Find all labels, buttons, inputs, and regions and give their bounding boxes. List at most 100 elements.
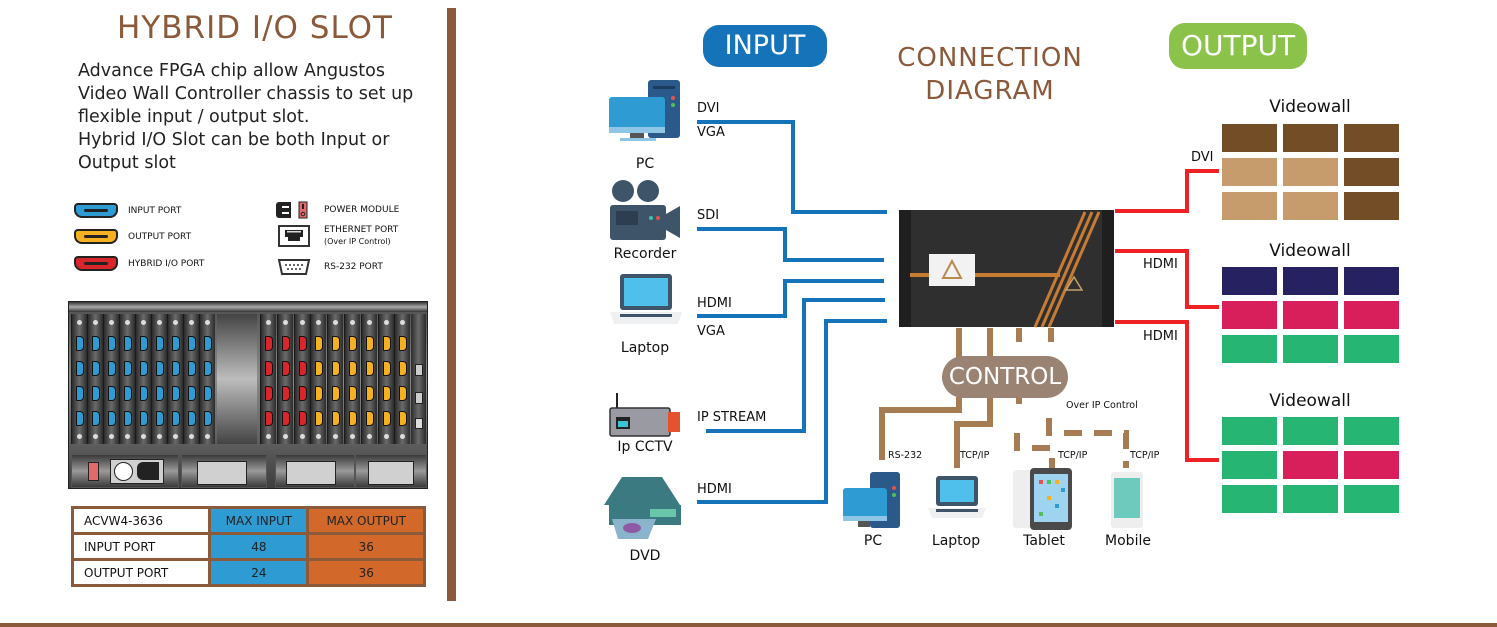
max-input-header: MAX INPUT bbox=[208, 506, 310, 535]
signal-label: DVI bbox=[1191, 150, 1214, 165]
input-slot-card bbox=[167, 314, 183, 444]
videowall-title: Videowall bbox=[1269, 241, 1351, 261]
screw-icon bbox=[383, 434, 389, 439]
dvd-player-icon bbox=[604, 477, 681, 539]
signal-label: HDMI bbox=[1143, 329, 1178, 344]
video-camera-icon bbox=[610, 180, 680, 240]
description-line: Video Wall Controller chassis to set up bbox=[78, 84, 414, 104]
description-line: Advance FPGA chip allow Angustos bbox=[78, 61, 385, 81]
control-device-name: PC bbox=[863, 533, 883, 549]
screw-icon bbox=[77, 320, 82, 325]
ethernet-port-icon bbox=[278, 225, 310, 247]
hdmi-port-icon bbox=[172, 361, 180, 376]
videowall-screen-tile bbox=[1222, 485, 1277, 513]
output-slot-card bbox=[327, 314, 344, 444]
input-device-name: DVD bbox=[629, 548, 661, 564]
row-label: OUTPUT PORT bbox=[70, 558, 212, 587]
screw-icon bbox=[299, 320, 305, 325]
videowall-screen-tile bbox=[1222, 417, 1277, 445]
hdmi-port-icon bbox=[349, 411, 357, 426]
input-slot-card bbox=[151, 314, 167, 444]
screw-icon bbox=[316, 320, 322, 325]
videowall-screen-tile bbox=[1222, 301, 1277, 329]
control-line-tablet bbox=[1014, 433, 1055, 468]
hdmi-port-icon bbox=[315, 336, 324, 351]
legend-label: OUTPUT PORT bbox=[128, 231, 192, 242]
hdmi-port-icon bbox=[188, 386, 196, 401]
screw-icon bbox=[366, 320, 372, 325]
hdmi-port-icon bbox=[76, 411, 84, 426]
videowall-screen-tile bbox=[1222, 158, 1277, 186]
control-line-mobile bbox=[1046, 418, 1129, 468]
videowall-screen-tile bbox=[1283, 335, 1338, 363]
tablet-icon bbox=[1013, 468, 1072, 530]
videowall-screen-tile bbox=[1222, 451, 1277, 479]
pc-icon bbox=[609, 80, 680, 141]
mobile-phone-icon bbox=[1111, 472, 1143, 528]
screw-icon bbox=[266, 320, 271, 325]
hdmi-port-icon bbox=[281, 411, 290, 426]
control-line-laptop bbox=[954, 397, 993, 468]
legend-output-port: OUTPUT PORT bbox=[74, 229, 191, 244]
protocol-label: TCP/IP bbox=[1058, 450, 1088, 461]
hybrid-slot-card bbox=[276, 314, 293, 444]
signal-label: HDMI bbox=[1143, 257, 1178, 272]
hdmi-port-icon bbox=[365, 411, 374, 426]
vertical-divider bbox=[447, 8, 456, 601]
hdmi-port-icon bbox=[281, 386, 290, 401]
hdmi-port-icon bbox=[298, 411, 307, 426]
hdmi-port-icon bbox=[92, 411, 100, 426]
hdmi-port-icon bbox=[265, 336, 273, 351]
chassis-blank-panel bbox=[217, 314, 257, 444]
screw-icon bbox=[350, 320, 355, 325]
screw-icon bbox=[400, 434, 406, 439]
screw-icon bbox=[189, 320, 194, 325]
videowall-screen-tile bbox=[1344, 158, 1399, 186]
input-line-ipcctv bbox=[706, 298, 885, 433]
max-input-value: 48 bbox=[208, 532, 310, 561]
videowall-screen-tile bbox=[1222, 267, 1277, 295]
screw-icon bbox=[383, 320, 389, 325]
screw-icon bbox=[141, 434, 146, 439]
bottom-divider bbox=[0, 623, 1497, 627]
screw-icon bbox=[125, 434, 130, 439]
hdmi-port-icon bbox=[349, 361, 357, 376]
legend-label: HYBRID I/O PORT bbox=[128, 258, 205, 269]
protocol-label: TCP/IP bbox=[1130, 450, 1160, 461]
hdmi-port-icon bbox=[298, 361, 307, 376]
hybrid-io-description: Advance FPGA chip allow Angustos Video W… bbox=[78, 60, 438, 175]
rs232-port-icon bbox=[415, 364, 423, 376]
screw-icon bbox=[333, 320, 339, 325]
screw-icon bbox=[299, 434, 305, 439]
hdmi-port-icon bbox=[140, 336, 148, 351]
control-device-name: Tablet bbox=[1023, 533, 1065, 549]
screw-icon bbox=[93, 320, 98, 325]
input-slot-card bbox=[199, 314, 215, 444]
input-slot-card bbox=[71, 314, 87, 444]
output-line-videowall-1 bbox=[1115, 169, 1219, 213]
hdmi-port-icon bbox=[265, 411, 273, 426]
hdmi-port-icon bbox=[349, 336, 357, 351]
videowall-screen-tile bbox=[1283, 485, 1338, 513]
videowall-screen-tile bbox=[1283, 192, 1338, 220]
model-name-cell: ACVW4-3636 bbox=[70, 506, 212, 535]
max-input-value: 24 bbox=[208, 558, 310, 587]
hdmi-port-icon bbox=[92, 386, 100, 401]
hdmi-port-icon bbox=[382, 411, 391, 426]
screw-icon bbox=[282, 320, 288, 325]
hdmi-port-icon bbox=[124, 336, 132, 351]
input-device-name: Laptop bbox=[620, 340, 670, 356]
input-slot-card bbox=[183, 314, 199, 444]
blank-bay bbox=[275, 454, 355, 488]
control-section-label: CONTROL bbox=[942, 356, 1068, 398]
table-row: OUTPUT PORT 24 36 bbox=[70, 558, 426, 587]
hdmi-port-icon bbox=[265, 361, 273, 376]
title-line: DIAGRAM bbox=[925, 76, 1055, 106]
legend-sublabel: (Over IP Control) bbox=[324, 237, 391, 246]
hdmi-port-icon bbox=[74, 256, 118, 271]
chassis-control-card bbox=[411, 314, 426, 444]
legend-label: POWER MODULE bbox=[324, 205, 400, 215]
hdmi-port-icon bbox=[188, 361, 196, 376]
hybrid-slot-card bbox=[293, 314, 310, 444]
table-header-row: ACVW4-3636 MAX INPUT MAX OUTPUT bbox=[70, 506, 426, 535]
